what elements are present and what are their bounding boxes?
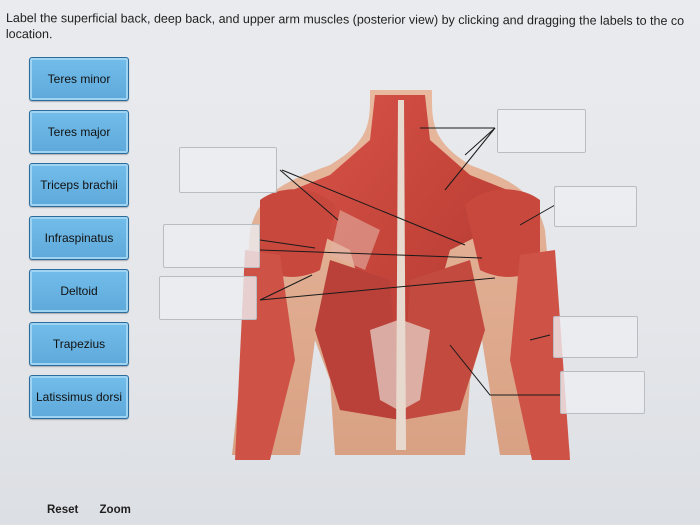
drop-zone-3[interactable] (163, 224, 260, 268)
drop-zone-1[interactable] (179, 147, 277, 193)
lumbar-fascia-right (402, 320, 430, 410)
instructions-line-2: location. (5, 26, 53, 42)
label-teres-major[interactable]: Teres major (29, 110, 129, 154)
drop-zone-7[interactable] (560, 371, 645, 414)
drop-zone-4[interactable] (554, 186, 637, 227)
label-trapezius[interactable]: Trapezius (29, 322, 129, 366)
scapula-highlight (330, 210, 380, 270)
drop-zone-2[interactable] (497, 109, 586, 153)
drop-zone-6[interactable] (553, 316, 638, 358)
leader-lines (259, 127, 560, 396)
label-infraspinatus[interactable]: Infraspinatus (29, 216, 129, 260)
right-arm-shape (510, 250, 570, 460)
instructions-line-1: Label the superficial back, deep back, a… (5, 10, 685, 28)
label-deltoid[interactable]: Deltoid (29, 269, 129, 313)
lumbar-fascia (370, 320, 398, 410)
zoom-button[interactable]: Zoom (99, 504, 131, 516)
drop-zone-5[interactable] (159, 276, 257, 320)
label-triceps-brachii[interactable]: Triceps brachii (29, 163, 129, 207)
instructions: Label the superficial back, deep back, a… (6, 10, 700, 45)
posterior-muscle-illustration (232, 90, 570, 460)
label-teres-minor[interactable]: Teres minor (29, 57, 129, 101)
label-latissimus-dorsi[interactable]: Latissimus dorsi (29, 375, 129, 419)
footer-controls: Reset Zoom (47, 504, 149, 516)
reset-button[interactable]: Reset (47, 504, 79, 516)
